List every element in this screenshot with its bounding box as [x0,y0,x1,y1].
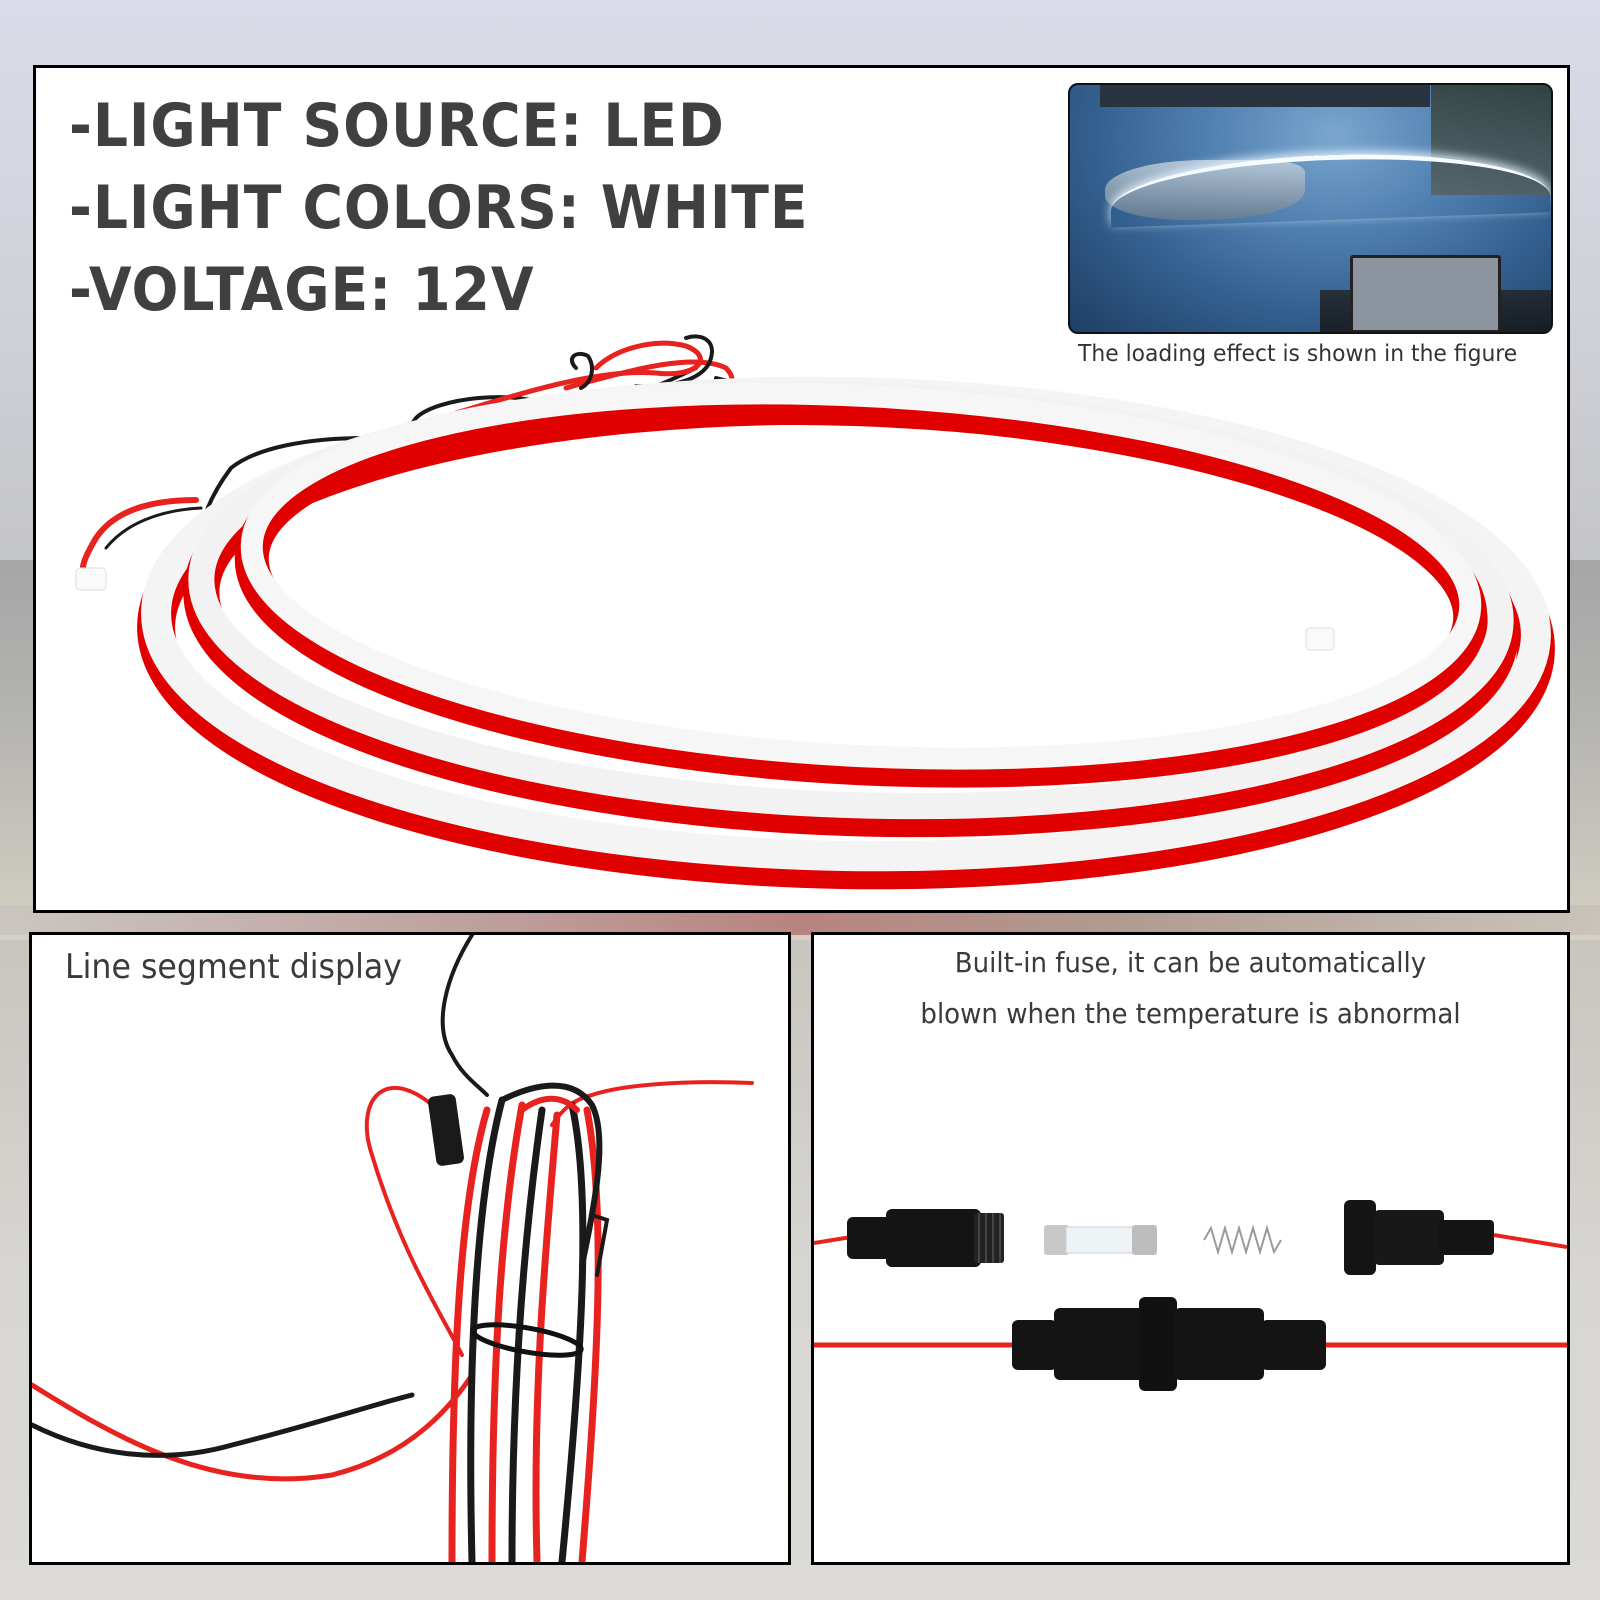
car-windshield [1100,85,1430,107]
fuse-panel: Built-in fuse, it can be automatically b… [811,932,1570,1565]
fuse-caption: Built-in fuse, it can be automatically b… [814,937,1567,1039]
wire-bundle-image [32,935,754,1562]
spec-light-colors: -LIGHT COLORS: WHITE [69,173,809,243]
background-trees [1431,85,1551,195]
line-segment-label: Line segment display [65,947,402,987]
car-headlight [1105,160,1305,220]
fuse-caption-line-2: blown when the temperature is abnormal [920,997,1461,1030]
led-strip-image [36,68,1567,910]
spec-voltage: -VOLTAGE: 12V [69,255,535,325]
fuse-holder-image [814,1200,1567,1391]
fuse-caption-line-1: Built-in fuse, it can be automatically [954,946,1427,979]
product-spec-panel: -LIGHT SOURCE: LED -LIGHT COLORS: WHITE … [33,65,1570,913]
spec-light-source: -LIGHT SOURCE: LED [69,91,725,161]
wire-display-panel: Line segment display [29,932,791,1565]
license-plate [1350,255,1501,332]
installation-caption: The loading effect is shown in the figur… [1078,341,1518,367]
installation-effect-photo [1068,83,1553,334]
